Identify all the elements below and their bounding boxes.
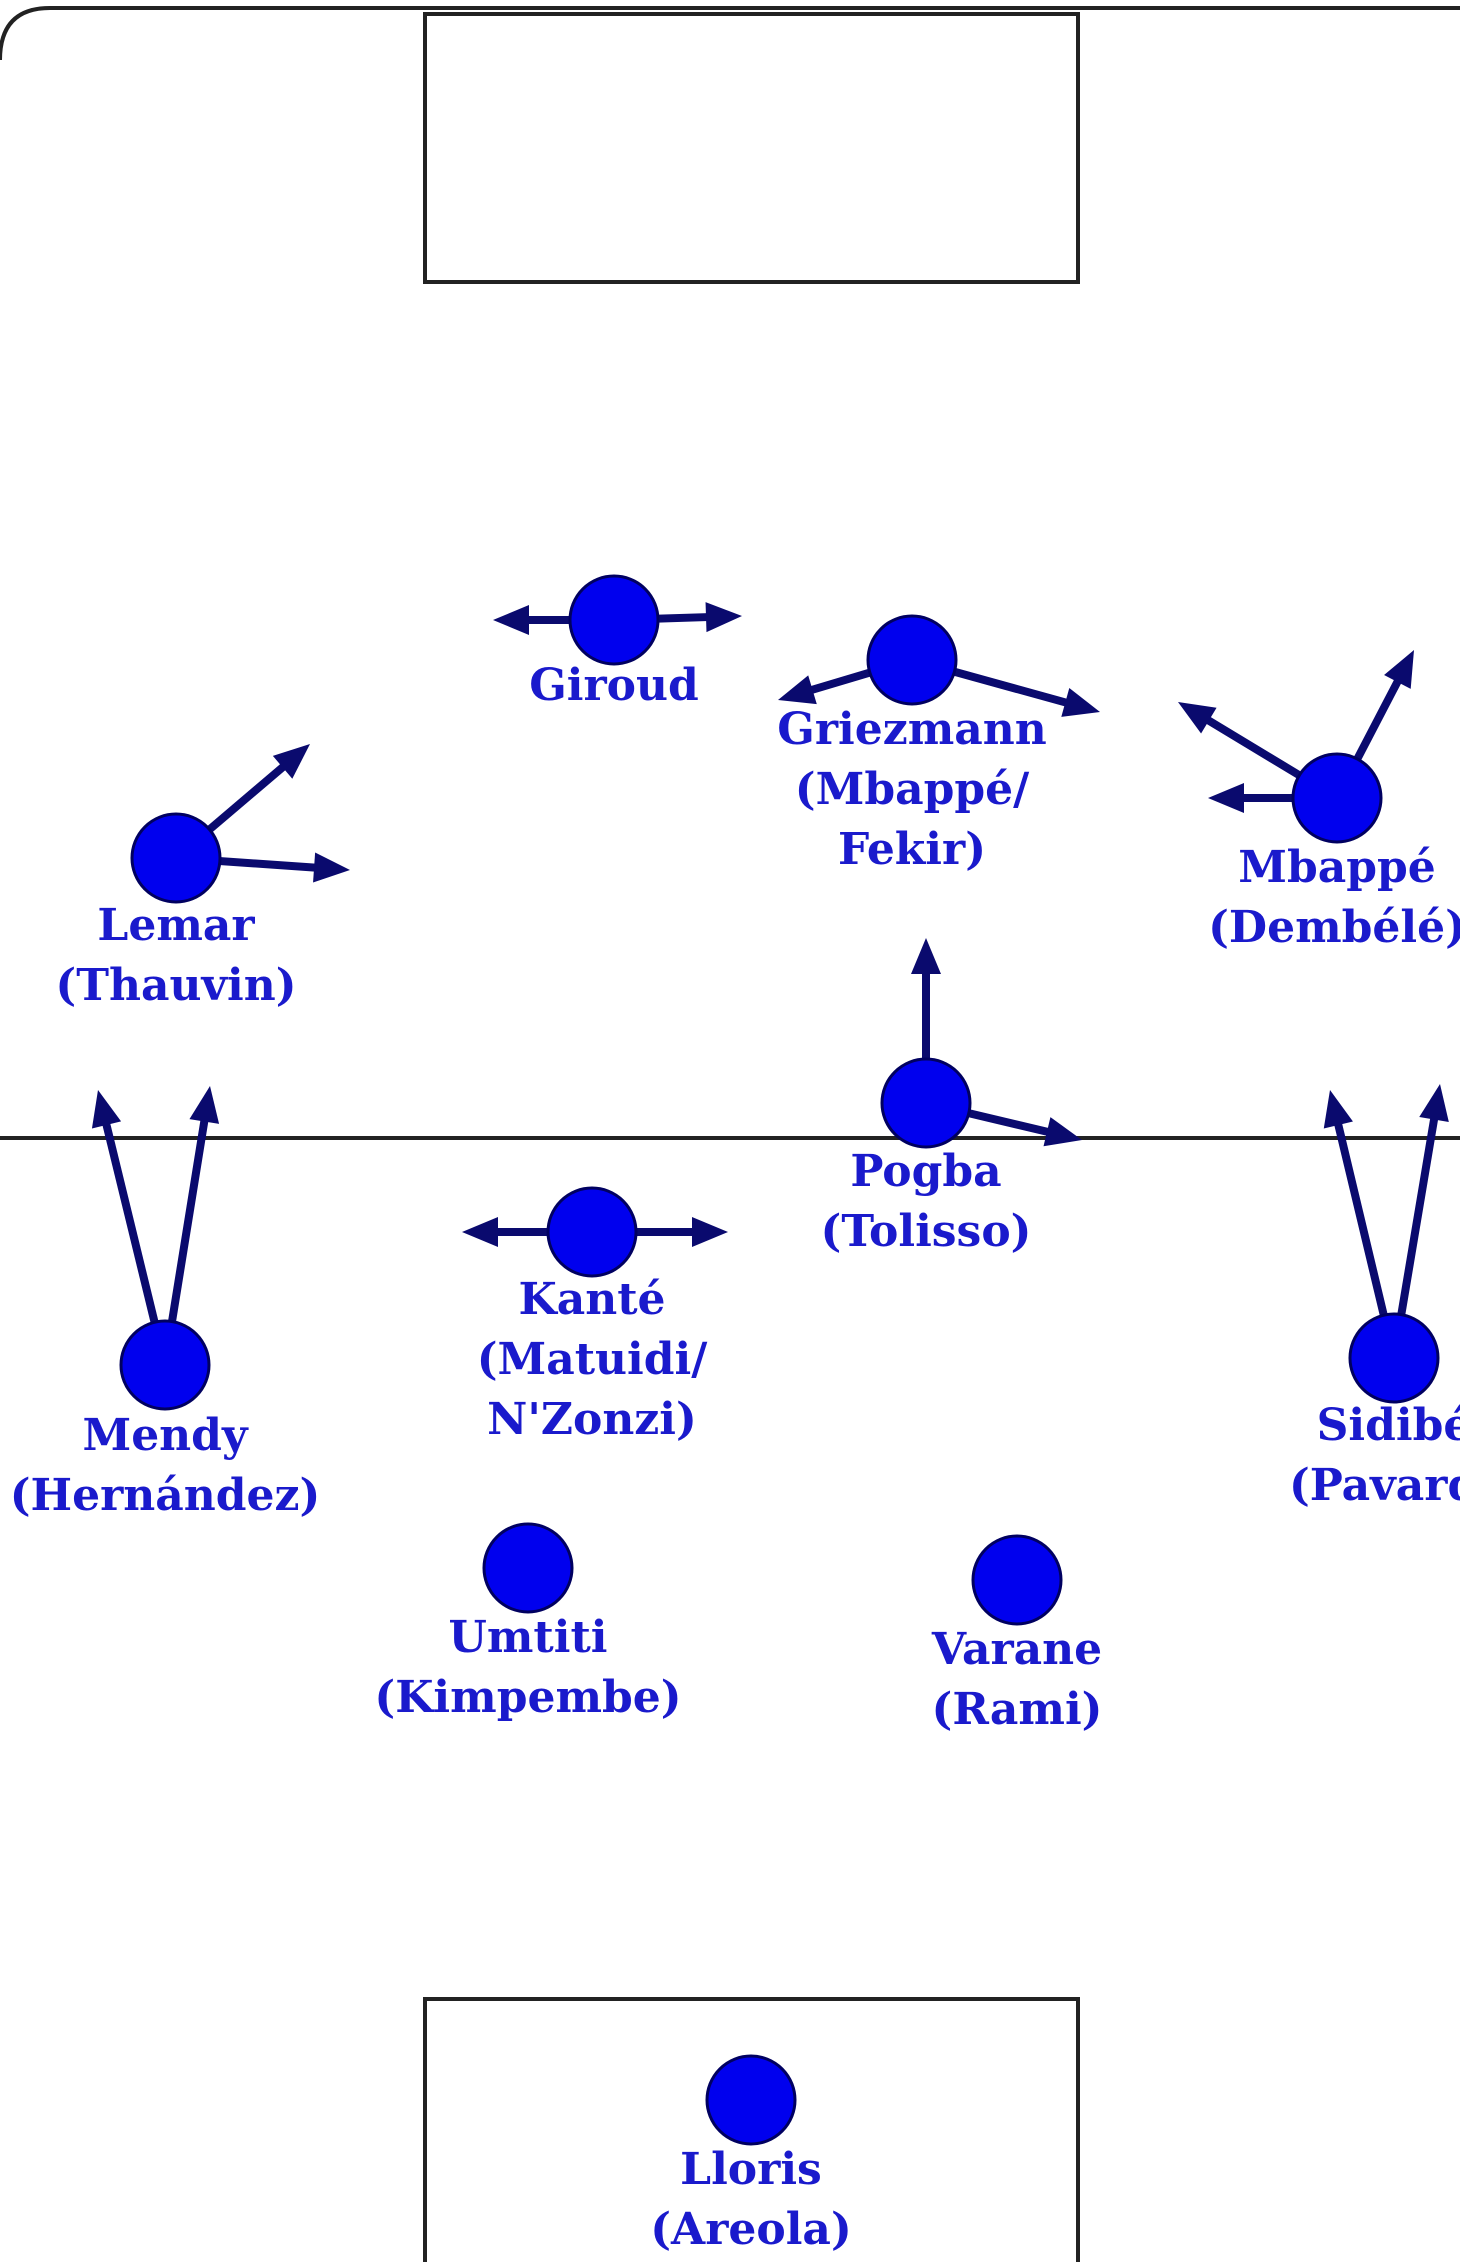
- top-penalty-box: [423, 12, 1080, 284]
- player-marker: [971, 1534, 1063, 1626]
- player-label: (Tolisso): [821, 1206, 1032, 1257]
- player-label: (Kimpembe): [374, 1672, 681, 1723]
- movement-arrow-head: [1178, 702, 1217, 734]
- player-label: (Areola): [650, 2204, 852, 2255]
- movement-arrow-head: [91, 1090, 122, 1129]
- player-label: (Dembélé): [1208, 902, 1460, 953]
- player-label: Lloris: [680, 2144, 822, 2195]
- player-marker: [546, 1186, 638, 1278]
- player-label: Umtiti: [448, 1612, 607, 1663]
- bottom-penalty-box: [423, 1997, 1080, 2262]
- player-label: Griezmann: [777, 704, 1047, 755]
- player-kante: Kanté (Matuidi/N'Zonzi): [477, 1186, 709, 1445]
- player-label: (Pavard): [1289, 1460, 1460, 1511]
- movement-arrow-head: [705, 602, 742, 633]
- player-mendy: Mendy (Hernández): [10, 1319, 321, 1521]
- player-umtiti: Umtiti (Kimpembe): [374, 1522, 682, 1723]
- player-label: (Mbappé/: [795, 764, 1030, 815]
- player-pogba: Pogba (Tolisso): [821, 1057, 1032, 1257]
- movement-arrow-head: [272, 744, 310, 779]
- player-griezmann: Griezmann (Mbappé/Fekir): [777, 614, 1047, 875]
- movement-arrow-head: [911, 938, 941, 974]
- movement-arrow-head: [692, 1217, 728, 1247]
- movement-arrow-head: [493, 605, 529, 635]
- player-marker: [1291, 752, 1383, 844]
- movement-arrow-head: [1061, 687, 1100, 717]
- player-label: Mbappé: [1238, 842, 1436, 893]
- movement-arrow-head: [1384, 650, 1414, 689]
- player-sidibe: Sidibé (Pavard): [1289, 1312, 1460, 1511]
- movement-arrow-head: [1419, 1084, 1449, 1122]
- player-label: Varane: [931, 1624, 1102, 1675]
- player-mbappe: Mbappé (Dembélé): [1208, 752, 1460, 953]
- player-label: (Matuidi/: [477, 1334, 709, 1385]
- movement-arrow-head: [1208, 783, 1244, 813]
- player-label: Lemar: [97, 900, 255, 951]
- player-label: Pogba: [850, 1146, 1001, 1197]
- player-marker: [880, 1057, 972, 1149]
- pitch-markings: [0, 6, 1460, 2262]
- player-marker: [705, 2054, 797, 2146]
- player-label: (Hernández): [10, 1470, 321, 1521]
- player-lloris: Lloris (Areola): [650, 2054, 852, 2255]
- player-marker: [568, 574, 660, 666]
- player-label: Giroud: [529, 660, 699, 711]
- player-giroud: Giroud: [529, 574, 699, 711]
- movement-arrow-head: [462, 1217, 498, 1247]
- player-label: (Thauvin): [55, 960, 296, 1011]
- player-varane: Varane (Rami): [931, 1534, 1103, 1735]
- player-lemar: Lemar (Thauvin): [55, 812, 297, 1011]
- player-label: Mendy: [82, 1410, 248, 1461]
- player-label: Sidibé: [1317, 1400, 1460, 1451]
- movement-arrow-head: [189, 1086, 220, 1124]
- pitch-boundary: [0, 6, 1460, 61]
- movement-arrow-head: [778, 675, 817, 705]
- player-marker: [866, 614, 958, 706]
- player-label: Fekir): [838, 824, 986, 875]
- player-marker: [482, 1522, 574, 1614]
- player-marker: [1348, 1312, 1440, 1404]
- player-marker: [119, 1319, 211, 1411]
- player-label: (Rami): [932, 1684, 1103, 1735]
- movement-arrow-head: [1043, 1117, 1082, 1147]
- player-marker: [130, 812, 222, 904]
- player-label: N'Zonzi): [487, 1394, 697, 1445]
- movement-arrow-head: [1323, 1090, 1353, 1129]
- movement-arrow-head: [313, 852, 350, 883]
- player-label: Kanté: [518, 1274, 665, 1325]
